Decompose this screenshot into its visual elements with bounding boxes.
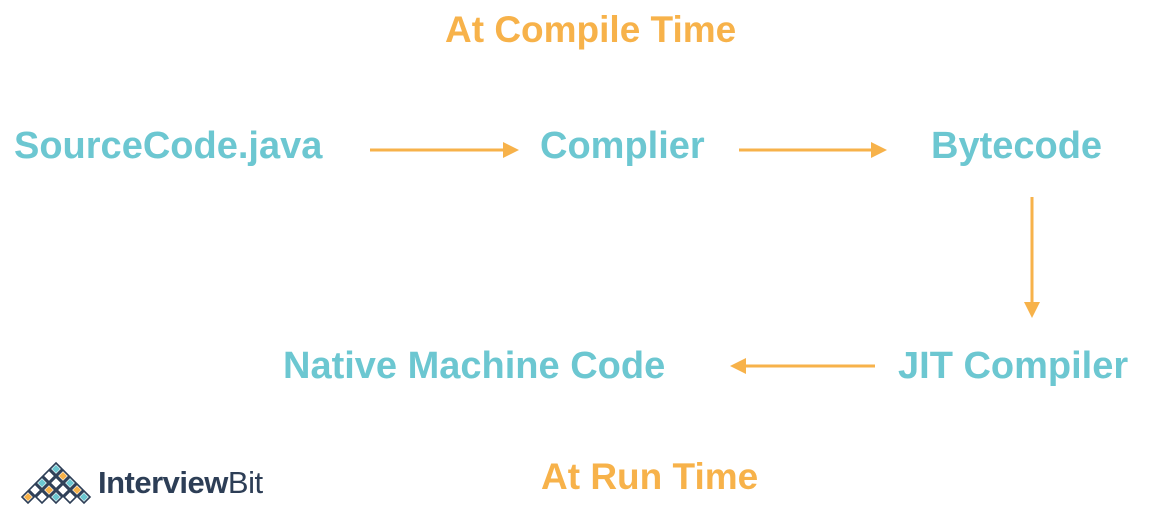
arrow-compiler-to-bytecode (739, 142, 887, 158)
diamond-grid-icon (20, 461, 92, 505)
node-jit-compiler: JIT Compiler (898, 345, 1129, 387)
node-native-machine-code: Native Machine Code (283, 345, 666, 387)
node-compiler: Complier (540, 125, 705, 167)
arrow-jit-to-native (730, 358, 875, 374)
brand-name-regular: Bit (227, 465, 263, 500)
node-bytecode: Bytecode (931, 125, 1103, 167)
brand-name: InterviewBit (98, 465, 263, 501)
node-source-code: SourceCode.java (14, 125, 323, 167)
interviewbit-logo: InterviewBit (18, 458, 263, 508)
brand-name-bold: Interview (98, 465, 228, 500)
arrow-source-to-compiler (370, 142, 519, 158)
run-time-title: At Run Time (541, 456, 759, 497)
compile-time-title: At Compile Time (445, 9, 737, 50)
arrow-bytecode-to-jit (1024, 197, 1040, 318)
